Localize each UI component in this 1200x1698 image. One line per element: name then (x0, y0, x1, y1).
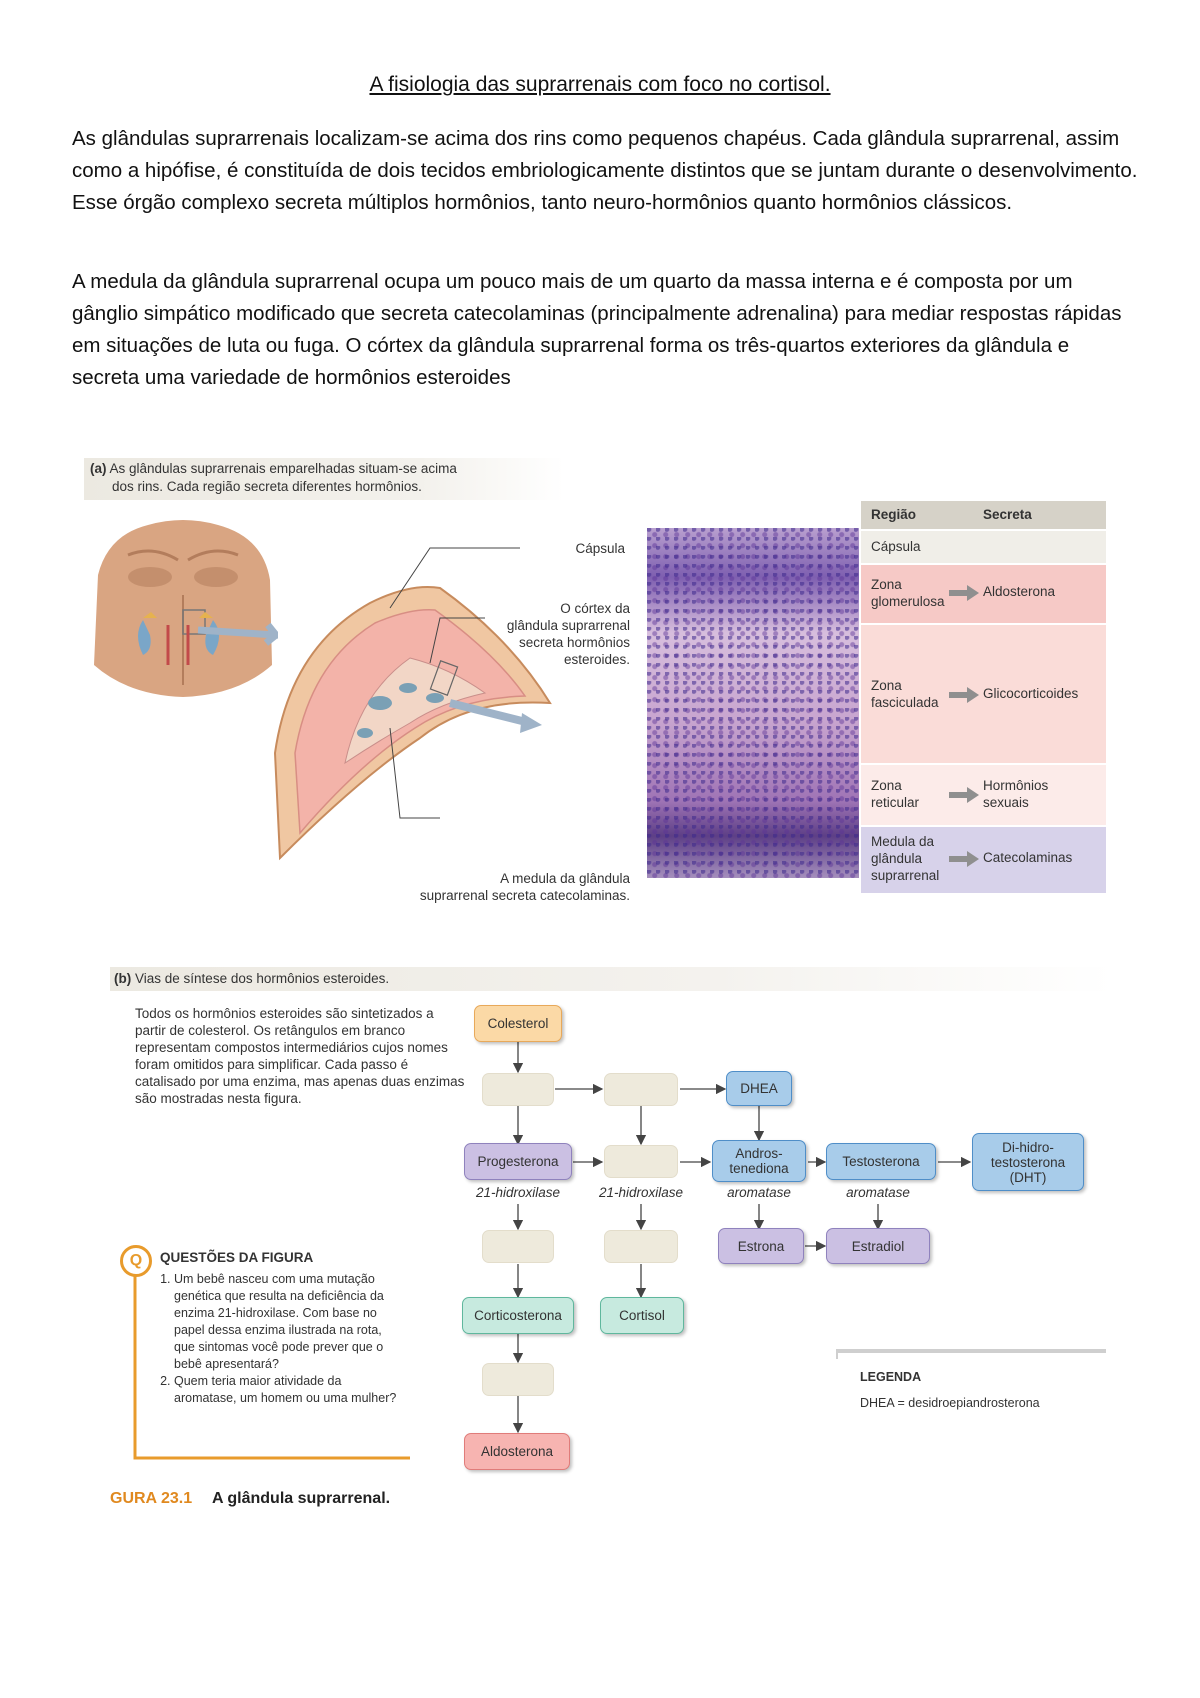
table-row-glomerulosa: Zona glomerulosa Aldosterona (861, 565, 1106, 623)
enzyme-label: aromatase (727, 1185, 791, 1200)
header-region: Região (871, 507, 917, 522)
questions-panel-frame (133, 1274, 410, 1460)
arrow-right-icon (949, 851, 979, 867)
label-capsula: Cápsula (575, 541, 625, 556)
node-intermediate (482, 1073, 554, 1106)
region-name: Medula da glândula suprarrenal (871, 834, 940, 883)
paragraph-1: As glândulas suprarrenais localizam-se a… (72, 127, 1138, 214)
figure-number: GURA 23.1 (110, 1490, 193, 1507)
label-cortex: O córtex da glândula suprarrenal secreta… (455, 600, 630, 668)
questions-title: QUESTÕES DA FIGURA (160, 1250, 314, 1265)
histology-micrograph (647, 528, 859, 878)
node-intermediate (482, 1230, 554, 1263)
page-title: A fisiologia das suprarrenais com foco n… (369, 73, 831, 96)
legend-title: LEGENDA (860, 1370, 922, 1384)
label-cortex-line: secreta hormônios (518, 635, 630, 650)
node-estrona: Estrona (718, 1228, 804, 1264)
arrow-right-icon (949, 687, 979, 703)
enzyme-label: 21-hidroxilase (475, 1185, 561, 1200)
figure-b-intro: Todos os hormônios esteroides são sintet… (135, 1006, 465, 1106)
figure-b-caption-text: Vias de síntese dos hormônios esteroides… (135, 971, 390, 986)
node-estradiol: Estradiol (826, 1228, 930, 1264)
label-medula-line: suprarrenal secreta catecolaminas. (419, 888, 630, 903)
question-item: Quem teria maior atividade da aromatase,… (174, 1373, 404, 1407)
node-intermediate (482, 1363, 554, 1396)
question-item: Um bebê nasceu com uma mutação genética … (174, 1271, 404, 1373)
node-aldosterona: Aldosterona (464, 1433, 570, 1470)
legend-text: DHEA = desidroepiandrosterona (860, 1396, 1040, 1410)
legend-frame (836, 1349, 1106, 1359)
node-intermediate (604, 1145, 678, 1178)
label-cortex-line: O córtex da (560, 601, 630, 616)
node-corticosterona: Corticosterona (462, 1297, 574, 1334)
label-cortex-line: glândula suprarrenal (506, 618, 630, 633)
node-testosterona: Testosterona (826, 1143, 936, 1180)
region-name: Zona reticular (871, 778, 920, 810)
secretes-value: Aldosterona (983, 584, 1056, 599)
table-row-medula: Medula da glândula suprarrenal Catecolam… (861, 827, 1106, 893)
node-cortisol: Cortisol (600, 1297, 684, 1334)
region-name: Zona glomerulosa (871, 577, 945, 609)
header-secretes: Secreta (983, 507, 1032, 522)
node-dht: Di-hidro- testosterona (DHT) (972, 1133, 1084, 1191)
region-name: Zona fasciculada (871, 678, 939, 710)
figure-a-caption-line1: As glândulas suprarrenais emparelhadas s… (109, 461, 457, 476)
table-row-reticular: Zona reticular Hormônios sexuais (861, 765, 1106, 825)
arrow-right-icon (949, 787, 979, 803)
region-secretion-table: Região Secreta Cápsula Zona glomerulosa … (861, 501, 1106, 897)
node-dhea: DHEA (726, 1071, 792, 1106)
table-row-capsula: Cápsula (861, 531, 1106, 563)
paragraph-2: A medula da glândula suprarrenal ocupa u… (72, 270, 1122, 389)
torso-illustration (94, 520, 278, 697)
figure-a-tag: (a) (90, 461, 107, 476)
figure-b-tag: (b) (114, 971, 132, 986)
figure-a-caption: (a) As glândulas suprarrenais emparelhad… (84, 458, 564, 500)
label-cortex-line: esteroides. (563, 652, 630, 667)
node-colesterol: Colesterol (474, 1005, 562, 1042)
secretes-value: Catecolaminas (983, 850, 1073, 865)
node-intermediate (604, 1230, 678, 1263)
arrow-right-icon (949, 585, 979, 601)
label-medula: A medula da glândula suprarrenal secreta… (385, 870, 630, 904)
adrenal-gland-illustration (273, 547, 552, 861)
node-intermediate (604, 1073, 678, 1106)
node-progesterona: Progesterona (464, 1143, 572, 1180)
secretes-value: Glicocorticoides (983, 686, 1079, 701)
enzyme-label: aromatase (846, 1185, 910, 1200)
secretes-value: Hormônios sexuais (983, 778, 1049, 810)
questions-list: Um bebê nasceu com uma mutação genética … (160, 1271, 404, 1407)
enzyme-label: 21-hidroxilase (598, 1185, 684, 1200)
figure-a-caption-line2: dos rins. Cada região secreta diferentes… (112, 479, 422, 494)
figure-caption: GURA 23.1 A glândula suprarrenal. (110, 1490, 390, 1508)
table-row-fasciculada: Zona fasciculada Glicocorticoides (861, 625, 1106, 763)
question-icon: Q (120, 1245, 152, 1277)
node-androstenediona: Andros- tenediona (712, 1140, 806, 1182)
region-name: Cápsula (871, 539, 921, 554)
figure-caption-text: A glândula suprarrenal. (211, 1490, 391, 1507)
table-header: Região Secreta (861, 501, 1106, 529)
label-medula-line: A medula da glândula (500, 871, 630, 886)
figure-b-caption: (b) Vias de síntese dos hormônios estero… (110, 967, 1114, 991)
